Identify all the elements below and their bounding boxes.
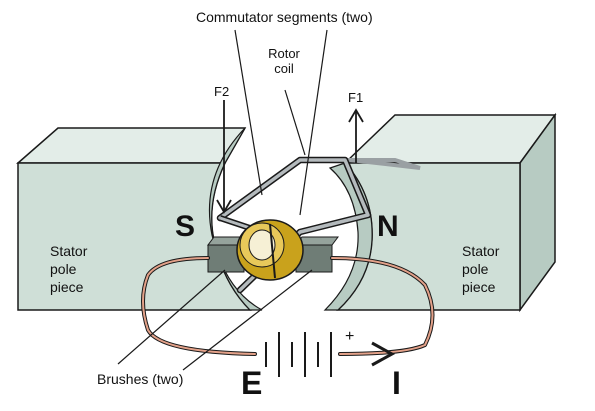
f2-label: F2 <box>214 84 230 99</box>
commutator-label: Commutator segments (two) <box>196 9 373 25</box>
f1-label: F1 <box>348 90 364 105</box>
current-arrow <box>371 341 396 367</box>
commutator <box>236 219 304 281</box>
brushes-label: Brushes (two) <box>97 371 184 387</box>
force-arrow-f2 <box>216 100 232 214</box>
emf-label: E <box>241 365 263 401</box>
leader-lines <box>117 29 328 371</box>
stator-left-line2: pole <box>50 261 77 277</box>
s-pole-label: S <box>175 210 196 243</box>
right-stator-top <box>343 114 557 164</box>
stator-left-line1: Stator <box>50 243 88 259</box>
rotor-label-line1: Rotor <box>268 46 300 61</box>
right-stator-pole <box>323 112 557 313</box>
left-stator-pole <box>16 127 263 311</box>
stator-left-label: Stator pole piece <box>50 242 87 296</box>
stator-right-label: Stator pole piece <box>462 242 499 296</box>
stator-right-line2: pole <box>462 261 489 277</box>
stator-left-line3: piece <box>50 279 84 295</box>
battery-plus-label: + <box>345 328 355 345</box>
left-stator-bore <box>208 127 263 311</box>
rotor-label: Rotor coil <box>256 46 312 76</box>
stator-right-line3: piece <box>462 279 496 295</box>
battery <box>265 332 332 377</box>
rotor-label-line2: coil <box>274 61 294 76</box>
stator-right-line1: Stator <box>462 243 500 259</box>
left-stator-top <box>16 127 247 164</box>
force-arrow-f1 <box>348 108 364 163</box>
current-label: I <box>392 365 401 401</box>
n-pole-label: N <box>377 210 399 243</box>
